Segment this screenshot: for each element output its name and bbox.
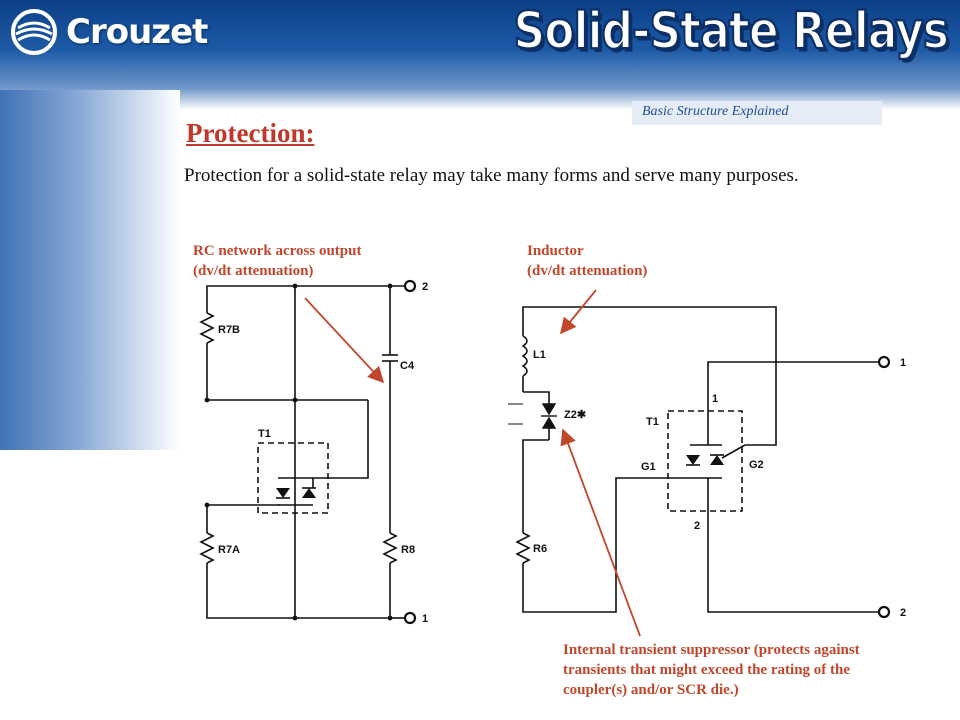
left-terminal-bottom [403, 611, 417, 625]
triac-right-diode-a [686, 455, 700, 465]
callout-rc-network: RC network across output (dv/dt attenuat… [193, 241, 361, 281]
subtitle-box: Basic Structure Explained [632, 101, 882, 125]
label-t1-left: T1 [258, 428, 271, 440]
label-right-term-2: 2 [900, 607, 906, 619]
callout-arrows [304, 289, 641, 637]
right-rail-bottom [206, 563, 391, 619]
label-c4: C4 [400, 360, 415, 372]
g2-wire [721, 444, 746, 459]
pin1-wire [707, 361, 880, 445]
z2-return [522, 439, 549, 533]
r7b-resistor [199, 312, 215, 344]
r8-resistor [382, 532, 398, 564]
left-top-wire [206, 285, 405, 313]
triac-left-diode [276, 488, 290, 498]
label-l1: L1 [533, 349, 546, 361]
callout-transient-suppressor: Internal transient suppressor (protects … [563, 642, 860, 698]
right-triac [686, 454, 724, 466]
brand: Crouzet [10, 8, 208, 56]
label-g1: G1 [641, 461, 656, 473]
label-r8: R8 [401, 544, 415, 556]
label-r7a: R7A [218, 544, 240, 556]
z2-bracket [523, 391, 550, 404]
callout-rc-line1: RC network across output [193, 243, 362, 259]
callout-ind-line1: Inductor [527, 243, 584, 259]
t1-left-housing [257, 442, 329, 514]
arrow-tvs [560, 428, 641, 637]
right-bottom-left [522, 477, 690, 613]
label-right-term-1: 1 [900, 357, 906, 369]
label-g2: G2 [749, 459, 764, 471]
r7a-resistor [199, 532, 215, 564]
callout-ind-line2: (dv/dt attenuation) [527, 263, 648, 279]
left-gradient-strip [0, 90, 180, 450]
arrow-rc [304, 297, 385, 384]
label-z2: Z2✱ [564, 409, 586, 421]
subtitle: Basic Structure Explained [642, 104, 789, 119]
t1-right-housing [667, 410, 743, 512]
z2-lower-diode [541, 416, 557, 429]
triac-right-diode-b [710, 455, 724, 465]
label-pin-2: 2 [694, 520, 700, 532]
label-r7b: R7B [218, 324, 240, 336]
triac-right-diode [302, 488, 316, 498]
right-circuit [508, 306, 891, 619]
right-terminal-bottom [877, 605, 891, 619]
page-title: Solid-State Relays [513, 1, 950, 62]
right-top-loop [522, 306, 777, 446]
label-left-term-2: 2 [422, 281, 428, 293]
label-t1-right: T1 [646, 416, 659, 428]
crouzet-logo-icon [11, 9, 57, 55]
left-junctions [204, 283, 393, 621]
left-circuit [199, 279, 417, 625]
callout-inductor: Inductor (dv/dt attenuation) [527, 241, 647, 281]
left-terminal-top [403, 279, 417, 293]
left-triac [276, 487, 316, 499]
z2-upper-diode [541, 403, 557, 416]
label-pin-1: 1 [712, 393, 718, 405]
left-feedback-wire [312, 400, 369, 488]
r6-resistor [515, 532, 531, 564]
intro-text: Protection for a solid-state relay may t… [184, 165, 799, 186]
z2-tvs [541, 403, 557, 429]
label-r6: R6 [533, 543, 547, 555]
brand-name: Crouzet [66, 12, 208, 52]
callout-rc-line2: (dv/dt attenuation) [193, 263, 314, 279]
right-terminal-top [877, 355, 891, 369]
label-left-term-1: 1 [422, 613, 428, 625]
l1-inductor-coil [521, 335, 528, 377]
arrow-inductor [559, 289, 597, 335]
pin2-wire [707, 478, 880, 613]
section-title: Protection: [186, 118, 315, 148]
